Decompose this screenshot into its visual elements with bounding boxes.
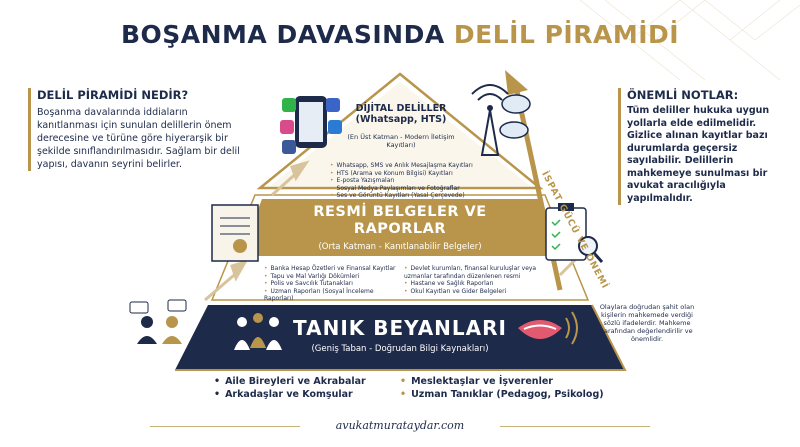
witness-statements-title: TANIK BEYANLARI	[293, 316, 507, 340]
people-talking-icon	[129, 299, 187, 344]
official-documents-title: RESMİ BELGELER VE RAPORLAR	[313, 204, 487, 237]
digital-evidence-title: DİJİTAL DELİLLER (Whatsapp, HTS)	[355, 103, 447, 125]
list-item: Arkadaşlar ve Komşular	[214, 388, 366, 401]
witness-statements-subtitle: (Geniş Taban - Doğrudan Bilgi Kaynakları…	[311, 344, 489, 354]
definition-box: DELİL PİRAMİDİ NEDİR? Boşanma davalarınd…	[28, 88, 243, 171]
speaking-mouth-icon	[518, 311, 578, 345]
witness-types-left: Aile Bireyleri ve Akrabalar Arkadaşlar v…	[214, 375, 366, 401]
notes-heading: ÖNEMLİ NOTLAR:	[627, 88, 739, 102]
title-part-1: BOŞANMA DAVASINDA	[120, 20, 445, 49]
official-documents-list-right: Devlet kurumları, finansal kuruluşlar ve…	[404, 265, 554, 295]
list-item: Uzman Tanıklar (Pedagog, Psikolog)	[400, 388, 604, 401]
witness-types-right: Meslektaşlar ve İşverenler Uzman Tanıkla…	[400, 375, 604, 401]
decorative-lines	[579, 0, 800, 80]
clipboard-search-icon	[545, 203, 604, 263]
list-item: Banka Hesap Özetleri ve Finansal Kayıtla…	[264, 265, 404, 273]
list-item: Hastane ve Sağlık Raporları	[404, 280, 554, 288]
definition-text: Boşanma davalarında iddiaların kanıtlanm…	[37, 107, 240, 170]
audience-icon	[234, 313, 282, 350]
list-item: Meslektaşlar ve İşverenler	[400, 375, 604, 388]
digital-evidence-subtitle: (En Üst Katman - Modern İletişim Kayıtla…	[347, 133, 455, 149]
list-item: Tapu ve Mal Varlığı Dökümleri	[264, 273, 404, 281]
list-item: E-posta Yazışmaları	[330, 177, 480, 185]
official-documents-list-left: Banka Hesap Özetleri ve Finansal Kayıtla…	[264, 265, 404, 303]
list-item: Uzman Raporları (Sosyal İnceleme Raporla…	[264, 288, 404, 303]
notes-box: ÖNEMLİ NOTLAR: Tüm deliller hukuka uygun…	[618, 88, 788, 205]
footer-divider-right	[500, 426, 650, 427]
certificate-icon	[211, 204, 259, 262]
list-item: HTS (Arama ve Konum Bilgisi) Kayıtları	[330, 170, 480, 178]
footer-website: avukatmurataydar.com	[335, 419, 465, 432]
footer-divider-left	[150, 426, 300, 427]
definition-heading: DELİL PİRAMİDİ NEDİR?	[37, 88, 189, 102]
page-title: BOŞANMA DAVASINDA DELİL PİRAMİDİ	[0, 20, 800, 49]
official-documents-subtitle: (Orta Katman - Kanıtlanabilir Belgeler)	[318, 242, 482, 252]
list-item: Polis ve Savcılık Tutanakları	[264, 280, 404, 288]
antenna-cloud-icon	[471, 84, 531, 156]
list-item: Whatsapp, SMS ve Anlık Mesajlaşma Kayıtl…	[330, 162, 480, 170]
pyramid-bottom-layer	[175, 305, 625, 370]
list-item: Sosyal Medya Paylaşımları ve Fotoğraflar	[330, 185, 480, 193]
list-item: Aile Bireyleri ve Akrabalar	[214, 375, 366, 388]
list-item: Devlet kurumları, finansal kuruluşlar ve…	[404, 265, 554, 280]
digital-evidence-list: Whatsapp, SMS ve Anlık Mesajlaşma Kayıtl…	[330, 162, 480, 200]
title-part-2: DELİL PİRAMİDİ	[453, 20, 680, 49]
list-item: Ses ve Görüntü Kayıtları (Yasal Çerçeved…	[330, 192, 480, 200]
witness-note: Olaylara doğrudan şahit olan kişilerin m…	[599, 303, 695, 343]
list-item: Okul Kayıtları ve Gider Belgeleri	[404, 288, 554, 296]
phone-apps-icon	[280, 96, 342, 154]
notes-text: Tüm deliller hukuka uygun yollarla elde …	[627, 105, 770, 204]
